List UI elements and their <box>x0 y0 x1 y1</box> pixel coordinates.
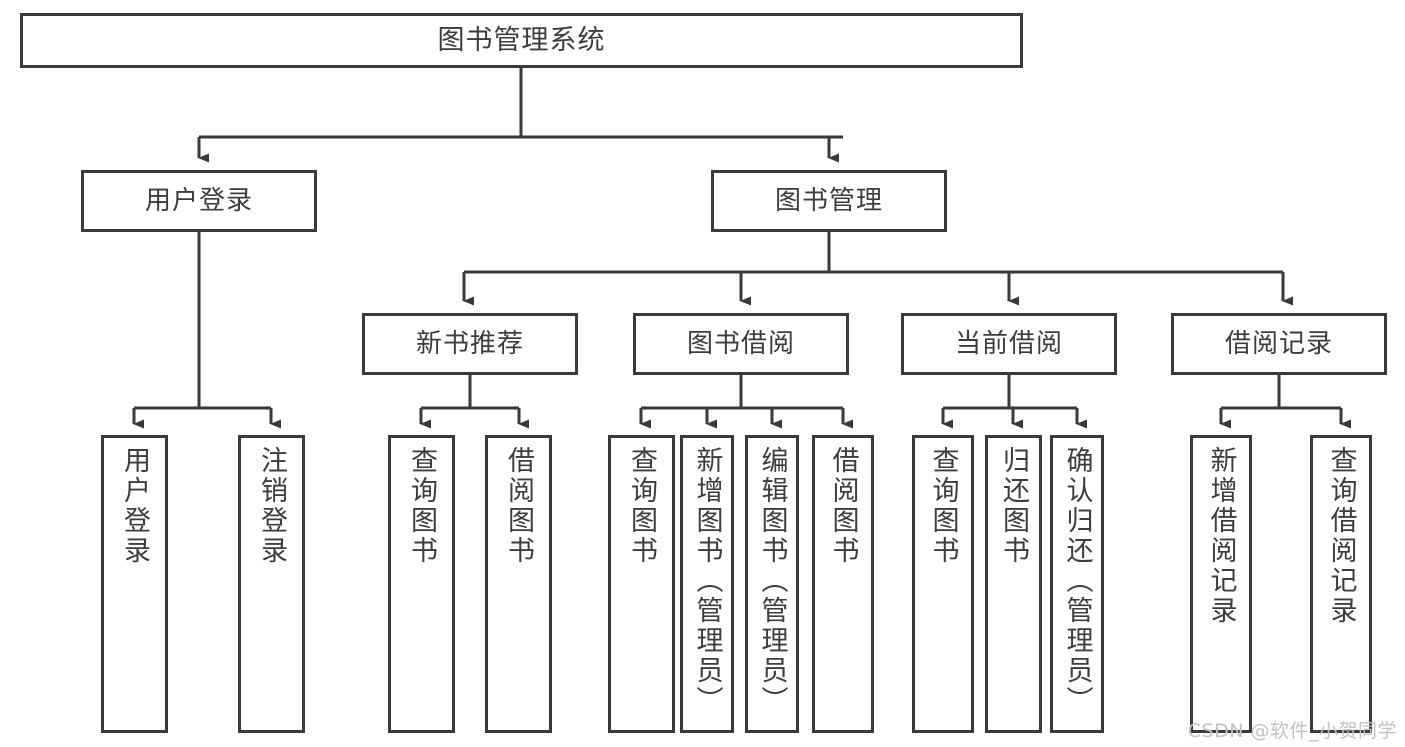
node-leaf-borrow-book-2[interactable]: 借阅图书 <box>812 435 874 733</box>
node-leaf-return-book[interactable]: 归还图书 <box>985 435 1042 733</box>
node-book-borrow[interactable]: 图书借阅 <box>633 313 849 375</box>
node-leaf-edit-book[interactable]: 编辑图书（管理员） <box>745 435 799 733</box>
node-leaf-edit-book-label: 编辑图书（管理员） <box>756 446 788 716</box>
node-leaf-user-login[interactable]: 用户登录 <box>101 435 168 733</box>
node-leaf-add-record[interactable]: 新增借阅记录 <box>1190 435 1252 733</box>
node-leaf-query-record-label: 查询借阅记录 <box>1325 446 1357 626</box>
node-borrow-record-label: 借阅记录 <box>1224 328 1333 359</box>
node-current-borrow[interactable]: 当前借阅 <box>901 313 1117 375</box>
node-leaf-borrow-book-1[interactable]: 借阅图书 <box>485 435 552 733</box>
node-leaf-user-logout[interactable]: 注销登录 <box>238 435 305 733</box>
node-user-login-label: 用户登录 <box>144 185 253 216</box>
node-leaf-borrow-book-2-label: 借阅图书 <box>827 446 859 566</box>
node-leaf-confirm-return-label: 确认归还（管理员） <box>1061 446 1093 716</box>
node-book-management[interactable]: 图书管理 <box>711 170 947 232</box>
node-leaf-query-book-2[interactable]: 查询图书 <box>608 435 675 733</box>
node-leaf-user-logout-label: 注销登录 <box>256 446 287 566</box>
node-leaf-borrow-book-1-label: 借阅图书 <box>503 446 534 566</box>
node-new-book-recommend[interactable]: 新书推荐 <box>362 313 578 375</box>
node-leaf-add-record-label: 新增借阅记录 <box>1205 446 1237 626</box>
node-leaf-add-book[interactable]: 新增图书（管理员） <box>680 435 734 733</box>
node-book-management-label: 图书管理 <box>774 185 883 216</box>
node-leaf-query-book-1-label: 查询图书 <box>406 446 437 566</box>
node-user-login[interactable]: 用户登录 <box>81 170 317 232</box>
node-borrow-record[interactable]: 借阅记录 <box>1171 313 1387 375</box>
node-leaf-query-book-1[interactable]: 查询图书 <box>388 435 455 733</box>
node-root-label: 图书管理系统 <box>437 24 606 56</box>
node-leaf-user-login-label: 用户登录 <box>119 446 150 566</box>
node-book-borrow-label: 图书借阅 <box>686 328 795 359</box>
node-leaf-add-book-label: 新增图书（管理员） <box>691 446 723 716</box>
node-leaf-return-book-label: 归还图书 <box>998 446 1029 566</box>
node-leaf-query-book-2-label: 查询图书 <box>626 446 657 566</box>
node-current-borrow-label: 当前借阅 <box>954 328 1063 359</box>
node-leaf-confirm-return[interactable]: 确认归还（管理员） <box>1050 435 1104 733</box>
node-leaf-query-record[interactable]: 查询借阅记录 <box>1310 435 1372 733</box>
node-leaf-query-book-3[interactable]: 查询图书 <box>912 435 974 733</box>
csdn-watermark: CSDN @软件_小贺同学 <box>1187 720 1397 742</box>
node-leaf-query-book-3-label: 查询图书 <box>927 446 959 566</box>
node-root[interactable]: 图书管理系统 <box>20 13 1023 68</box>
node-new-book-recommend-label: 新书推荐 <box>415 328 524 359</box>
